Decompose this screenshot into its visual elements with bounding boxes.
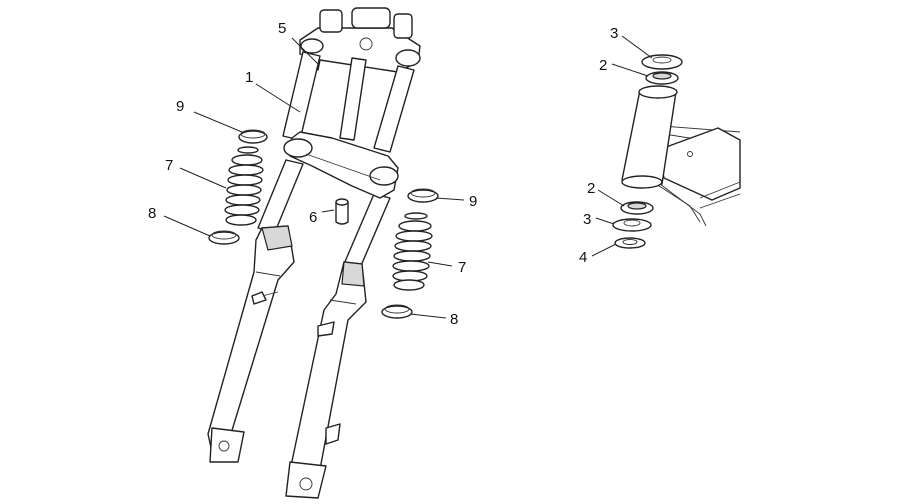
part-3-seal-bottom xyxy=(612,218,652,232)
callout-2-top: 2 xyxy=(599,57,607,74)
callout-8-right: 8 xyxy=(450,311,458,328)
part-7-dust-boot-left xyxy=(224,146,264,226)
part-8-ring-left xyxy=(208,230,240,245)
part-8-ring-right xyxy=(381,304,413,319)
left-fork-slider xyxy=(207,225,295,463)
callout-4: 4 xyxy=(579,249,587,266)
leader-lines xyxy=(163,35,653,319)
callout-8-left: 8 xyxy=(148,205,156,222)
lower-yoke xyxy=(283,131,399,199)
steering-stem xyxy=(339,57,367,141)
callout-5: 5 xyxy=(278,20,286,37)
front-fork-assembly xyxy=(207,7,421,499)
callout-3-bottom: 3 xyxy=(583,211,591,228)
callout-labels: 1 5 9 7 8 6 9 7 8 3 2 2 3 4 xyxy=(148,20,618,328)
callout-3-top: 3 xyxy=(610,25,618,42)
part-2-bearing-bottom xyxy=(620,201,654,215)
right-fork-slider xyxy=(285,261,367,499)
part-4-washer xyxy=(614,237,646,249)
right-fork-tube xyxy=(343,65,415,269)
part-9-ring-left xyxy=(238,129,268,144)
steering-head-detail xyxy=(621,85,741,227)
callout-7-right: 7 xyxy=(458,259,466,276)
part-6-bushing xyxy=(335,198,349,225)
callout-2-bottom: 2 xyxy=(587,180,595,197)
callout-1: 1 xyxy=(245,69,253,86)
callout-7-left: 7 xyxy=(165,157,173,174)
part-7-dust-boot-right xyxy=(392,212,433,291)
callout-9-right: 9 xyxy=(469,193,477,210)
callout-6: 6 xyxy=(309,209,317,226)
part-2-bearing-top xyxy=(645,71,679,85)
callout-9-left: 9 xyxy=(176,98,184,115)
part-9-ring-right xyxy=(407,188,439,203)
top-yoke xyxy=(299,7,421,73)
part-3-seal-top xyxy=(641,54,683,70)
